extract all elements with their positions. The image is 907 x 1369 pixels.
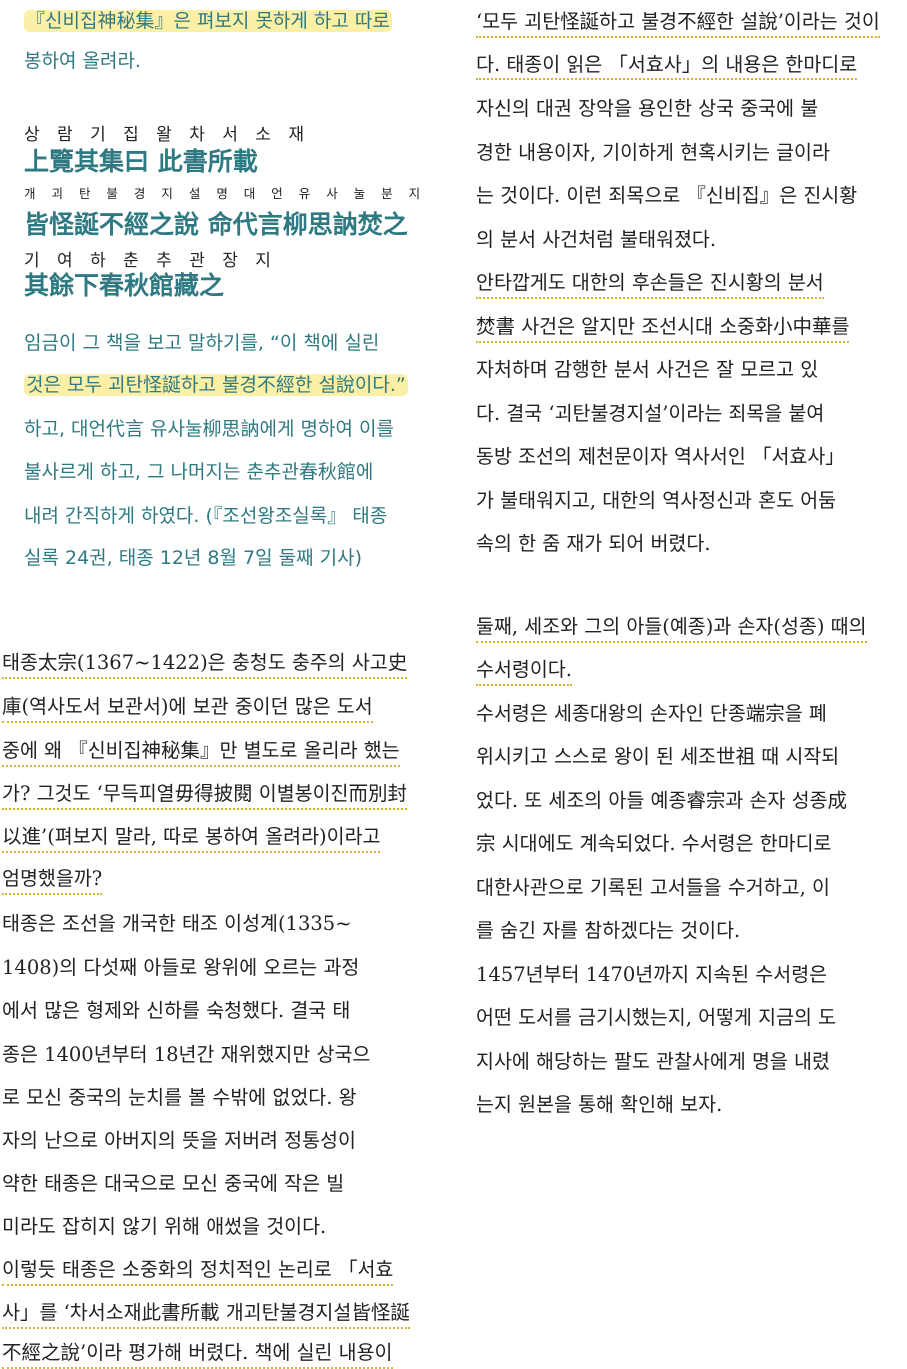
text-line: 어떤 도서를 금기시했는지, 어떻게 지금의 도 [476,1006,837,1029]
heading-line: 수서령이다. [476,653,572,686]
translation-line: 하고, 대언代言 유사눌柳思訥에게 명하여 이를 [24,418,394,440]
ruby-reading: 상 람 기 집 왈 차 서 소 재 [24,125,310,145]
text-line: 는지 원본을 통해 확인해 보자. [476,1093,723,1116]
text-line: 宗 시대에도 계속되었다. 수서령은 한마디로 [476,832,832,855]
text-line: 태종太宗(1367~1422)은 충청도 충주의 사고史 [2,646,408,679]
text-line: 중에 왜 『신비집神秘集』만 별도로 올리라 했는 [2,734,400,767]
text-line: 에서 많은 형제와 신하를 숙청했다. 결국 태 [2,999,351,1022]
text-line: 이렇듯 태종은 소중화의 정치적인 논리로 「서효 [2,1253,394,1286]
text-line: 속의 한 줌 재가 되어 버렸다. [476,532,711,555]
text-line: 었다. 또 세조의 아들 예종睿宗과 손자 성종成 [476,789,847,812]
text-line: 不經之說’이라 평가해 버렸다. 책에 실린 내용이 [2,1336,393,1369]
text-line: 1457년부터 1470년까지 지속된 수서령은 [476,963,828,986]
text-line: 로 모신 중국의 눈치를 볼 수밖에 없었다. 왕 [2,1086,357,1109]
translation-line: 내려 간직하게 하였다. (『조선왕조실록』 태종 [24,505,388,527]
translation-line: 것은 모두 괴탄怪誕하고 불경不經한 설說이다.” [24,374,408,396]
text-line: 庫(역사도서 보관서)에 보관 중이던 많은 도서 [2,690,373,723]
heading-line: 둘째, 세조와 그의 아들(예종)과 손자(성종) 때의 [476,610,867,643]
translation-line: 실록 24권, 태종 12년 8월 7일 둘째 기사) [24,547,363,569]
translation-line: 임금이 그 책을 보고 말하기를, “이 책에 실린 [24,332,380,354]
text-line: 다. 태종이 읽은 「서효사」의 내용은 한마디로 [476,48,858,80]
ruby-reading: 개 괴 탄 불 경 지 설 명 대 언 유 사 눌 분 지 [24,186,427,201]
text-line: 안타깝게도 대한의 후손들은 진시황의 분서 [476,266,824,299]
text-line: 자처하며 감행한 분서 사건은 잘 모르고 있 [476,358,819,381]
text-line: 가? 그것도 ‘무득피열毋得披閱 이별봉이진而別封 [2,777,407,810]
quote-top-line: 봉하여 올려라. [24,50,141,72]
text-line: 가 불태워지고, 대한의 역사정신과 혼도 어둠 [476,489,837,512]
text-line: 대한사관으로 기록된 고서들을 수거하고, 이 [476,876,830,899]
text-line: 수서령은 세종대왕의 손자인 단종端宗을 폐 [476,702,827,725]
text-line: 경한 내용이자, 기이하게 현혹시키는 글이라 [476,141,830,164]
text-line: 지사에 해당하는 팔도 관찰사에게 명을 내렸 [476,1050,830,1073]
hanja-line: 上覽其集曰 此書所載 [24,147,258,176]
text-line: 사」를 ‘차서소재此書所載 개괴탄불경지설皆怪誕 [2,1296,410,1329]
text-line: 태종은 조선을 개국한 태조 이성계(1335~ [2,912,352,935]
text-line: 위시키고 스스로 왕이 된 세조世祖 때 시작되 [476,745,840,768]
text-line: 의 분서 사건처럼 불태워졌다. [476,228,717,251]
text-line: 를 숨긴 자를 참하겠다는 것이다. [476,919,741,942]
text-line: 자신의 대권 장악을 용인한 상국 중국에 불 [476,97,819,120]
text-line: 다. 결국 ‘괴탄불경지설’이라는 죄목을 붙여 [476,402,825,425]
text-line: 약한 태종은 대국으로 모신 중국에 작은 빌 [2,1172,345,1195]
ruby-reading: 기 여 하 춘 추 관 장 지 [24,251,277,271]
text-line: 焚書 사건은 알지만 조선시대 소중화小中華를 [476,310,850,343]
text-line: 자의 난으로 아버지의 뜻을 저버려 정통성이 [2,1129,356,1152]
text-line: 종은 1400년부터 18년간 재위했지만 상국으 [2,1043,371,1066]
text-line: 1408)의 다섯째 아들로 왕위에 오르는 과정 [2,956,360,979]
text-line: 以進’(펴보지 말라, 따로 봉하여 올려라)이라고 [2,820,381,853]
hanja-line: 其餘下春秋館藏之 [24,271,225,300]
text-line: ‘모두 괴탄怪誕하고 불경不經한 설說’이라는 것이 [476,5,880,38]
text-line: 미라도 잡히지 않기 위해 애썼을 것이다. [2,1215,327,1238]
translation-line: 불사르게 하고, 그 나머지는 춘추관春秋館에 [24,461,374,483]
quote-top-line: 『신비집神秘集』은 펴보지 못하게 하고 따로 [24,10,392,32]
text-line: 는 것이다. 이런 죄목으로 『신비집』은 진시황 [476,184,858,207]
hanja-line: 皆怪誕不經之說 命代言柳思訥焚之 [24,210,408,239]
text-line: 동방 조선의 제천문이자 역사서인 「서효사」 [476,445,845,468]
text-line: 엄명했을까? [2,862,103,895]
